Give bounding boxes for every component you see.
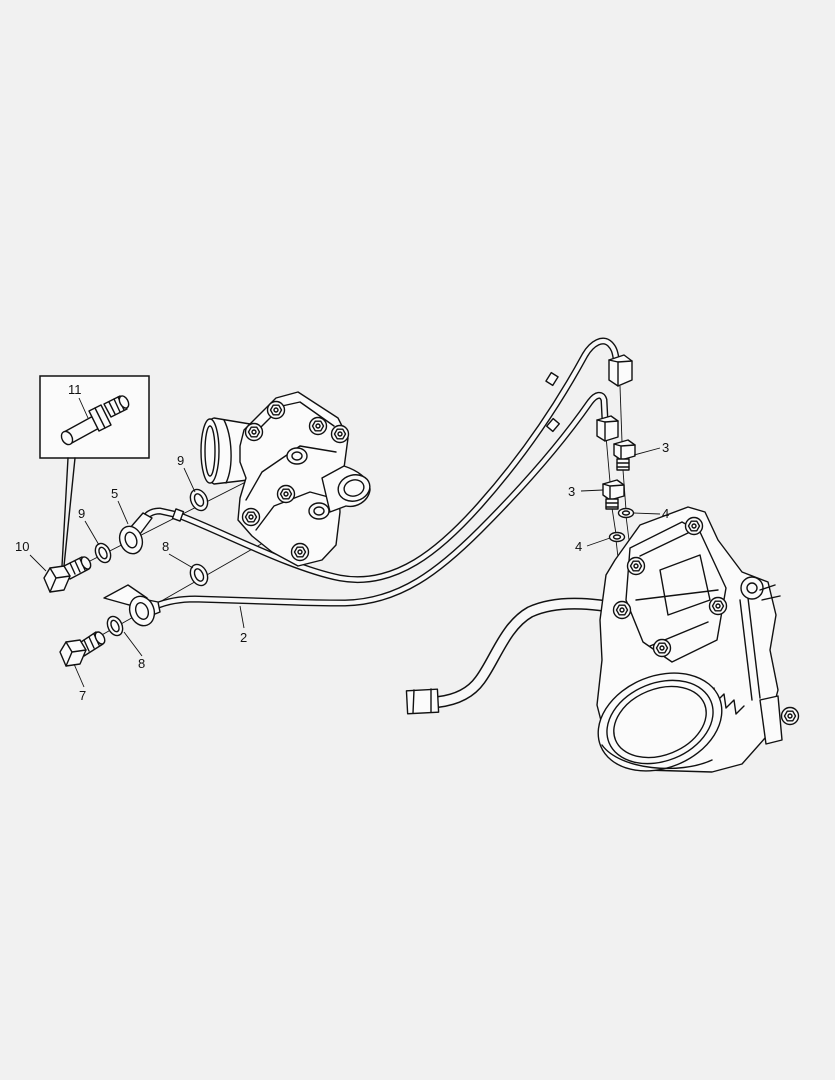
washer-4-upper: [617, 507, 635, 519]
callout-4-lower: 4: [575, 539, 582, 554]
pipe-lower: [152, 391, 609, 610]
pipe-fitting-lower: [596, 415, 619, 442]
callout-7: 7: [79, 688, 86, 703]
washer-9-outer: [94, 542, 112, 564]
callout-9-upper: 9: [177, 453, 184, 468]
callout-8-lower: 8: [138, 656, 145, 671]
banjo-bolt-10: [43, 556, 92, 593]
pipe-fitting-upper: [608, 354, 633, 387]
callout-2: 2: [240, 630, 247, 645]
pump-bolt-boss: [244, 422, 264, 442]
banjo-bolt-11: [60, 395, 130, 446]
pump-bolt-boss: [241, 507, 261, 527]
banjo-union-5: [118, 512, 153, 555]
banjo-bolt-7: [59, 631, 106, 667]
throttle-body-bolt: [612, 600, 632, 620]
callout-3-lower: 3: [568, 484, 575, 499]
throttle-body-bolt: [684, 516, 704, 536]
pump-bolt-boss: [266, 400, 286, 420]
callout-8-upper: 8: [162, 539, 169, 554]
callout-11: 11: [68, 382, 82, 397]
throttle-body-bolt: [626, 556, 646, 576]
callout-3-upper: 3: [662, 440, 669, 455]
throttle-body-bolt: [708, 596, 728, 616]
linkage-nut: [780, 706, 800, 726]
inset-detail-box: [39, 375, 150, 567]
throttle-body: [596, 506, 800, 773]
pump-bolt-boss: [330, 424, 350, 444]
washer-4-lower: [608, 531, 626, 543]
pump-bolt-boss: [276, 484, 296, 504]
vent-hose: [405, 597, 644, 715]
union-nut-3-lower: [602, 479, 625, 510]
callout-9-left: 9: [78, 506, 85, 521]
throttle-body-bolt: [652, 638, 672, 658]
pump-housing: [200, 391, 371, 567]
pump-oil-port-upper: [286, 447, 308, 465]
union-nut-3-upper: [613, 439, 636, 471]
washer-8-outer: [106, 615, 124, 637]
washer-8-inner: [189, 563, 209, 587]
pump-bolt-boss: [308, 416, 328, 436]
pump-bolt-boss: [290, 542, 310, 562]
banjo-union-2: [103, 584, 161, 627]
callout-labels: 11 9 5 9 10 8 2 8 7 3 3 4 4: [15, 382, 669, 703]
callout-5: 5: [111, 486, 118, 501]
pipe-upper: [139, 337, 620, 583]
callout-4-upper: 4: [662, 506, 669, 521]
callout-10: 10: [15, 539, 29, 554]
washer-9-inner: [189, 488, 209, 512]
pump-oil-port-lower: [308, 502, 330, 520]
leader-lines: [29, 397, 661, 688]
